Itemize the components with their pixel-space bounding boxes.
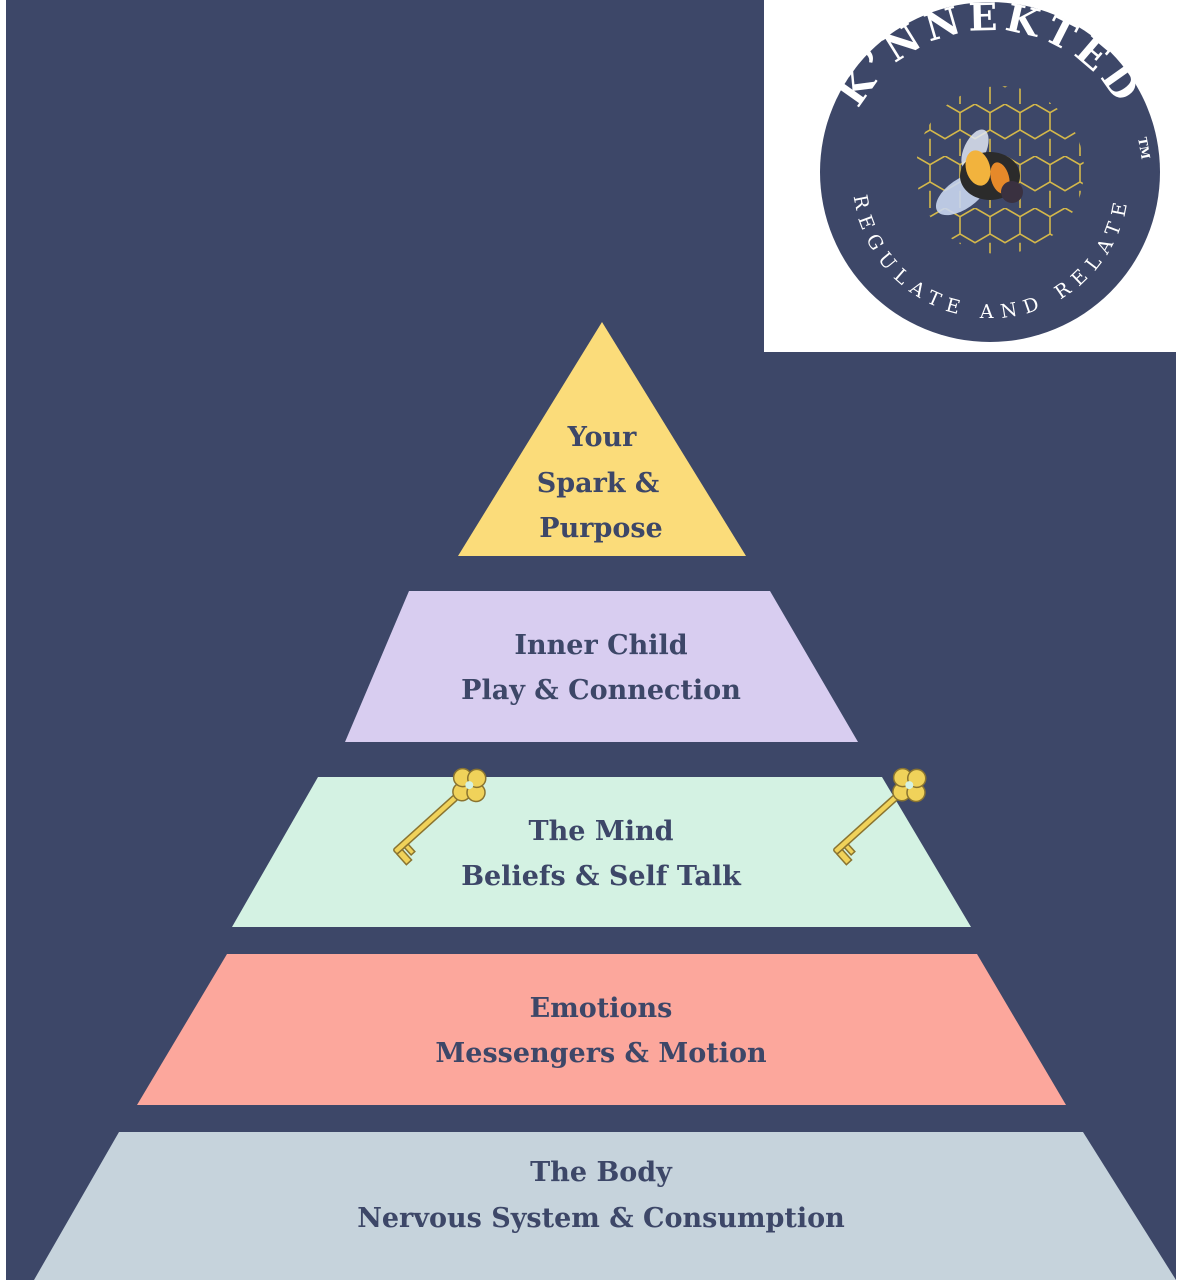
tier-label-body-subtitle: Nervous System & Consumption — [357, 1203, 845, 1234]
pyramid-tier-mind: The Mind Beliefs & Self Talk — [232, 758, 971, 927]
pyramid-tier-emotions: Emotions Messengers & Motion — [137, 954, 1066, 1105]
tier-label-mind-title: The Mind — [529, 816, 674, 847]
tier-shape-emotions — [137, 954, 1066, 1105]
tier-shape-mind — [232, 777, 971, 927]
tier-label-spark-line2: Spark & — [537, 468, 660, 499]
tier-label-inner-child-title: Inner Child — [514, 630, 687, 661]
tier-label-emotions-subtitle: Messengers & Motion — [435, 1038, 767, 1069]
tier-label-inner-child-subtitle: Play & Connection — [461, 675, 741, 706]
pyramid-tier-body: The Body Nervous System & Consumption — [34, 1132, 1176, 1280]
tier-label-body-title: The Body — [530, 1157, 673, 1188]
pyramid-tier-spark: Your Spark & Purpose — [458, 322, 746, 556]
tier-shape-inner-child — [345, 591, 858, 742]
tier-label-mind-subtitle: Beliefs & Self Talk — [461, 861, 742, 892]
pyramid-tier-inner-child: Inner Child Play & Connection — [345, 591, 858, 742]
tier-label-emotions-title: Emotions — [530, 993, 673, 1024]
tier-label-spark-line1: Your — [567, 422, 638, 453]
tier-label-spark-line3: Purpose — [539, 513, 662, 544]
brand-logo: K’NNEKTED REGULATE AND RELATE TM — [820, 0, 1160, 342]
